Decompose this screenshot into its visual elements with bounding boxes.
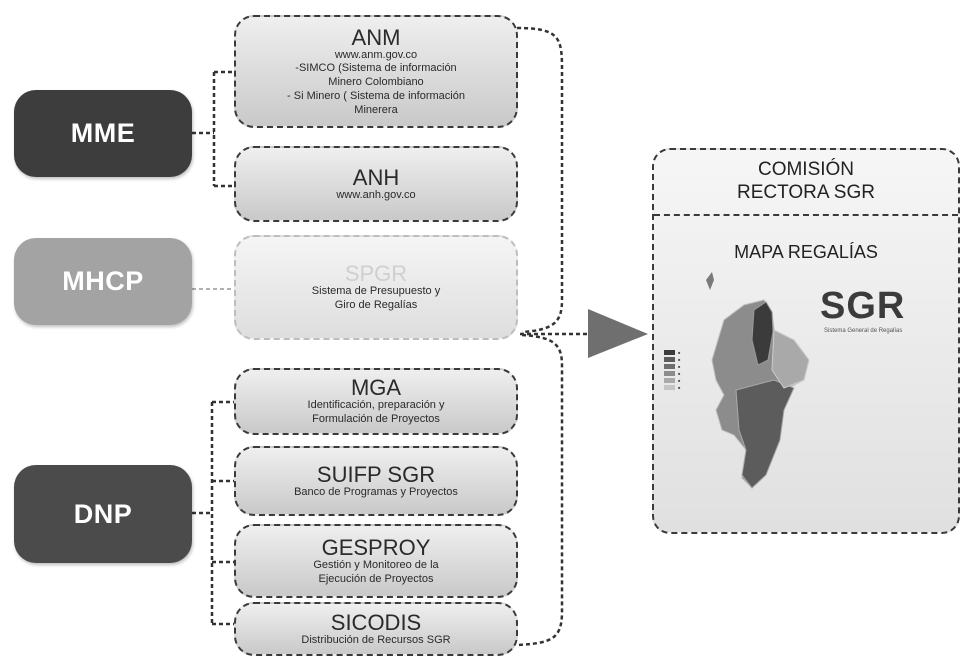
system-spgr: SPGR Sistema de Presupuesto y Giro de Re… (234, 235, 518, 340)
mga-line: Formulación de Proyectos (312, 413, 440, 426)
anm-line: -SIMCO (Sistema de información (295, 62, 457, 75)
anh-line: www.anh.gov.co (336, 188, 416, 201)
system-anh: ANH www.anh.gov.co (234, 146, 518, 222)
entity-mme-label: MME (70, 118, 136, 148)
sicodis-line: Distribución de Recursos SGR (301, 633, 451, 646)
system-sicodis: SICODIS Distribución de Recursos SGR (234, 602, 518, 656)
spgr-line: Sistema de Presupuesto y (311, 285, 441, 298)
commission-panel: COMISIÓN RECTORA SGR MAPA REGALÍAS ■ ■ ■… (652, 148, 960, 534)
entity-mhcp-label: MHCP (62, 266, 144, 296)
entity-dnp: DNP (14, 465, 192, 563)
mga-line: Identificación, preparación y (307, 399, 445, 412)
anh-title: ANH (352, 164, 400, 190)
anm-line: Minero Colombiano (328, 76, 424, 89)
system-anm: ANM www.anm.gov.co -SIMCO (Sistema de in… (234, 15, 518, 128)
system-mga: MGA Identificación, preparación y Formul… (234, 368, 518, 435)
commission-title-line2: RECTORA SGR (737, 182, 875, 203)
mga-title: MGA (350, 375, 402, 401)
commission-header: COMISIÓN RECTORA SGR (654, 150, 958, 216)
map-title: MAPA REGALÍAS (734, 242, 878, 262)
anm-title: ANM (351, 24, 401, 50)
anm-line: www.anm.gov.co (334, 48, 418, 61)
entity-mhcp: MHCP (14, 238, 192, 325)
spgr-line: Giro de Regalías (334, 299, 418, 312)
anm-line: Minerera (354, 103, 398, 116)
sicodis-title: SICODIS (330, 609, 422, 635)
sgr-logo-text: SGR (820, 285, 906, 327)
gesproy-line: Ejecución de Proyectos (318, 572, 434, 585)
suifp-line: Banco de Programas y Proyectos (294, 485, 458, 498)
gesproy-title: GESPROY (321, 534, 431, 560)
system-suifp: SUIFP SGR Banco de Programas y Proyectos (234, 446, 518, 516)
system-gesproy: GESPROY Gestión y Monitoreo de la Ejecuc… (234, 524, 518, 598)
sgr-logo: SGR Sistema General de Regalías (820, 285, 958, 334)
colombia-map (706, 272, 810, 489)
entity-dnp-label: DNP (73, 498, 133, 529)
suifp-title: SUIFP SGR (316, 461, 436, 487)
map-legend: ■ ■ ■ ■ ■ ■ (664, 350, 680, 392)
sgr-logo-subtitle: Sistema General de Regalías (824, 328, 903, 334)
gesproy-line: Gestión y Monitoreo de la (313, 558, 439, 571)
anm-line: - Si Minero ( Sistema de información (287, 89, 465, 102)
arrow-head (588, 309, 648, 358)
entity-mme: MME (14, 90, 192, 177)
spgr-title: SPGR (344, 261, 408, 287)
commission-title-line1: COMISIÓN (757, 159, 855, 181)
